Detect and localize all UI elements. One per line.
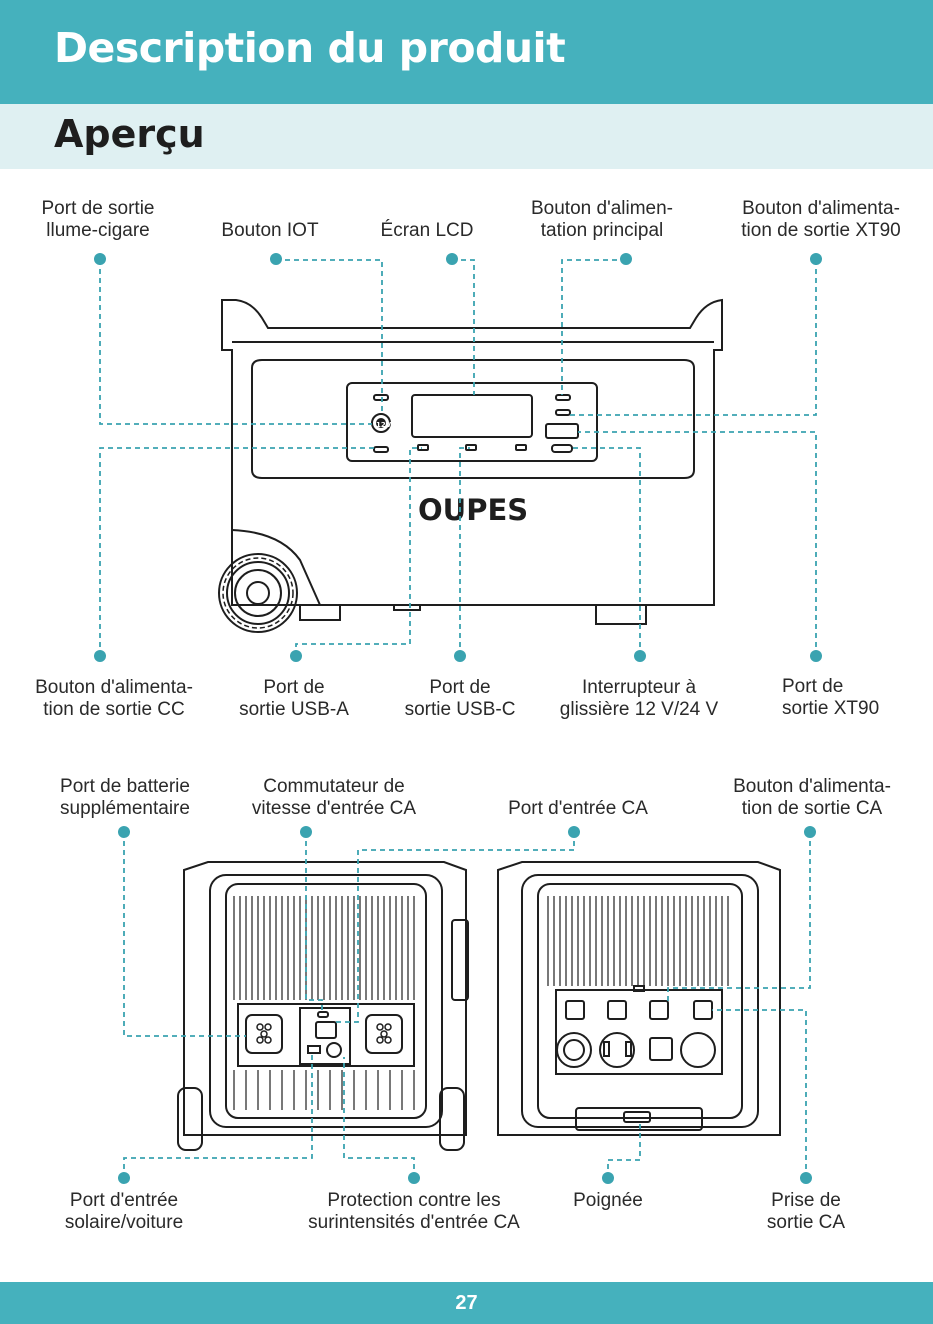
label-xt90-power-button: Bouton d'alimenta-tion de sortie XT90 — [741, 198, 901, 241]
page-number: 27 — [455, 1292, 478, 1314]
label-ac-power-button: Bouton d'alimenta-tion de sortie CA — [733, 776, 891, 819]
back-view-left-drawing — [177, 861, 469, 1151]
back-left-vent — [233, 896, 415, 1110]
label-lcd-screen: Écran LCD — [380, 220, 474, 241]
cigarette-12v-mark: 12V — [376, 421, 392, 429]
label-ac-input-port: Port d'entrée CA — [508, 798, 648, 819]
footer-bar — [0, 1282, 933, 1324]
section-bar — [0, 104, 933, 169]
callout-dots — [94, 253, 822, 1184]
header-bar — [0, 0, 933, 104]
section-title: Aperçu — [54, 112, 205, 156]
back-view-right-drawing — [497, 861, 781, 1136]
front-view-drawing — [218, 298, 723, 633]
page-title: Description du produit — [54, 24, 566, 72]
back-right-vent — [547, 896, 729, 986]
label-handle: Poignée — [573, 1190, 643, 1211]
callout-lines — [99, 259, 817, 1178]
label-main-power-button: Bouton d'alimen-tation principal — [531, 198, 673, 241]
label-iot-button: Bouton IOT — [221, 220, 319, 241]
front-wheel-treads — [222, 557, 294, 629]
label-dc-power-button: Bouton d'alimenta-tion de sortie CC — [35, 677, 193, 720]
brand-logo: OUPES — [418, 493, 528, 527]
xt-ports-icons — [256, 1023, 392, 1044]
